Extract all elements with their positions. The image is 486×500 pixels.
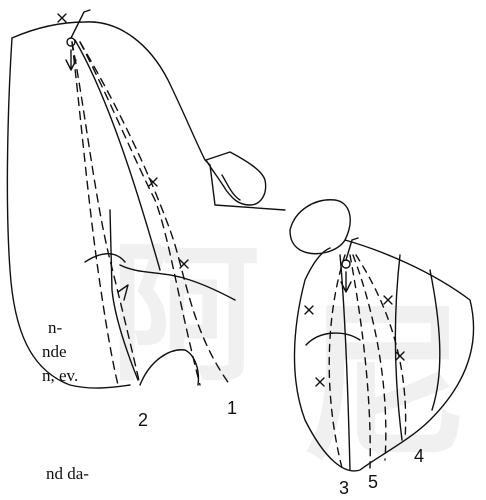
route-1-line-b — [80, 42, 200, 385]
margin-text-line-2: nde — [42, 342, 67, 362]
belay-cross-right-a — [305, 306, 313, 314]
belay-cross-route1-b — [180, 260, 188, 268]
ledge-lines — [85, 254, 235, 300]
belay-cross-summit — [58, 14, 66, 22]
boulder-base — [140, 350, 198, 385]
route-label-1: 1 — [227, 398, 237, 419]
right-rock-crack-b — [395, 255, 402, 440]
right-rock-crack-c — [430, 270, 440, 410]
right-rock-outline — [294, 240, 473, 471]
belay-cross-route1-a — [149, 178, 157, 186]
belay-cross-right-d — [396, 352, 404, 360]
route-label-5: 5 — [368, 472, 378, 493]
left-rock-inner-ridge — [110, 210, 138, 380]
right-rock-ledge — [306, 333, 360, 345]
right-summit-block — [290, 200, 350, 254]
margin-text-line-1: n- — [48, 318, 62, 338]
left-rock-outline — [12, 22, 285, 210]
route-2-line-b — [72, 42, 118, 385]
belay-cross-right-c — [384, 296, 392, 304]
belay-cross-right-b — [316, 378, 324, 386]
route-1-line — [80, 42, 230, 385]
route-5-line — [350, 255, 370, 468]
rappel-ring-left — [67, 38, 75, 46]
rappel-ring-right — [342, 260, 350, 268]
route-label-4: 4 — [414, 446, 424, 467]
route-label-2: 2 — [138, 410, 148, 431]
route-label-3: 3 — [339, 478, 349, 499]
rappel-sling-left — [71, 10, 90, 38]
margin-text-line-4: nd da- — [46, 464, 89, 484]
left-rock-left-edge — [7, 38, 130, 388]
left-rock-inner-right — [75, 40, 160, 270]
margin-text-line-3: n, ev. — [42, 366, 78, 386]
